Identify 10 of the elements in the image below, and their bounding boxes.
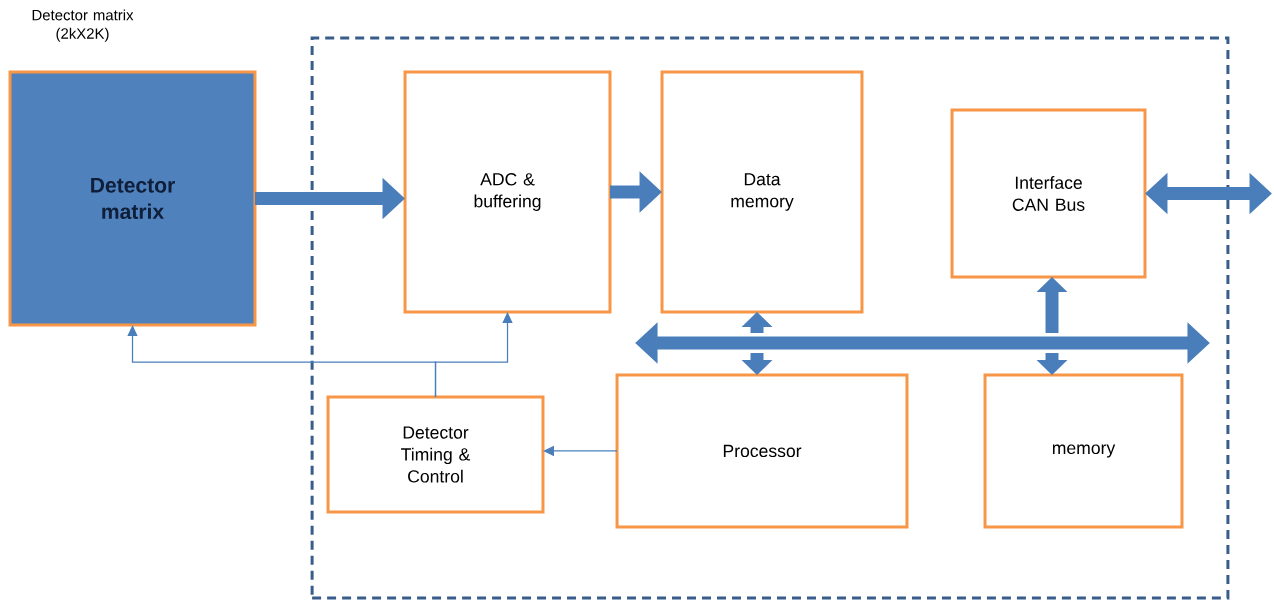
process-box: ADC & buffering [403, 70, 612, 314]
node-caption: Detector matrix (2kX2K) [32, 9, 134, 42]
process-box: memory [983, 373, 1184, 529]
detector-block: Detector matrix [8, 70, 257, 327]
process-box: Processor [615, 373, 909, 529]
process-box: Interface CAN Bus [950, 108, 1147, 279]
process-box: Data memory [660, 70, 864, 314]
arrow [434, 312, 513, 398]
process-box: Detector Timing & Control [326, 395, 545, 514]
dashed-enclosure [310, 36, 1230, 600]
